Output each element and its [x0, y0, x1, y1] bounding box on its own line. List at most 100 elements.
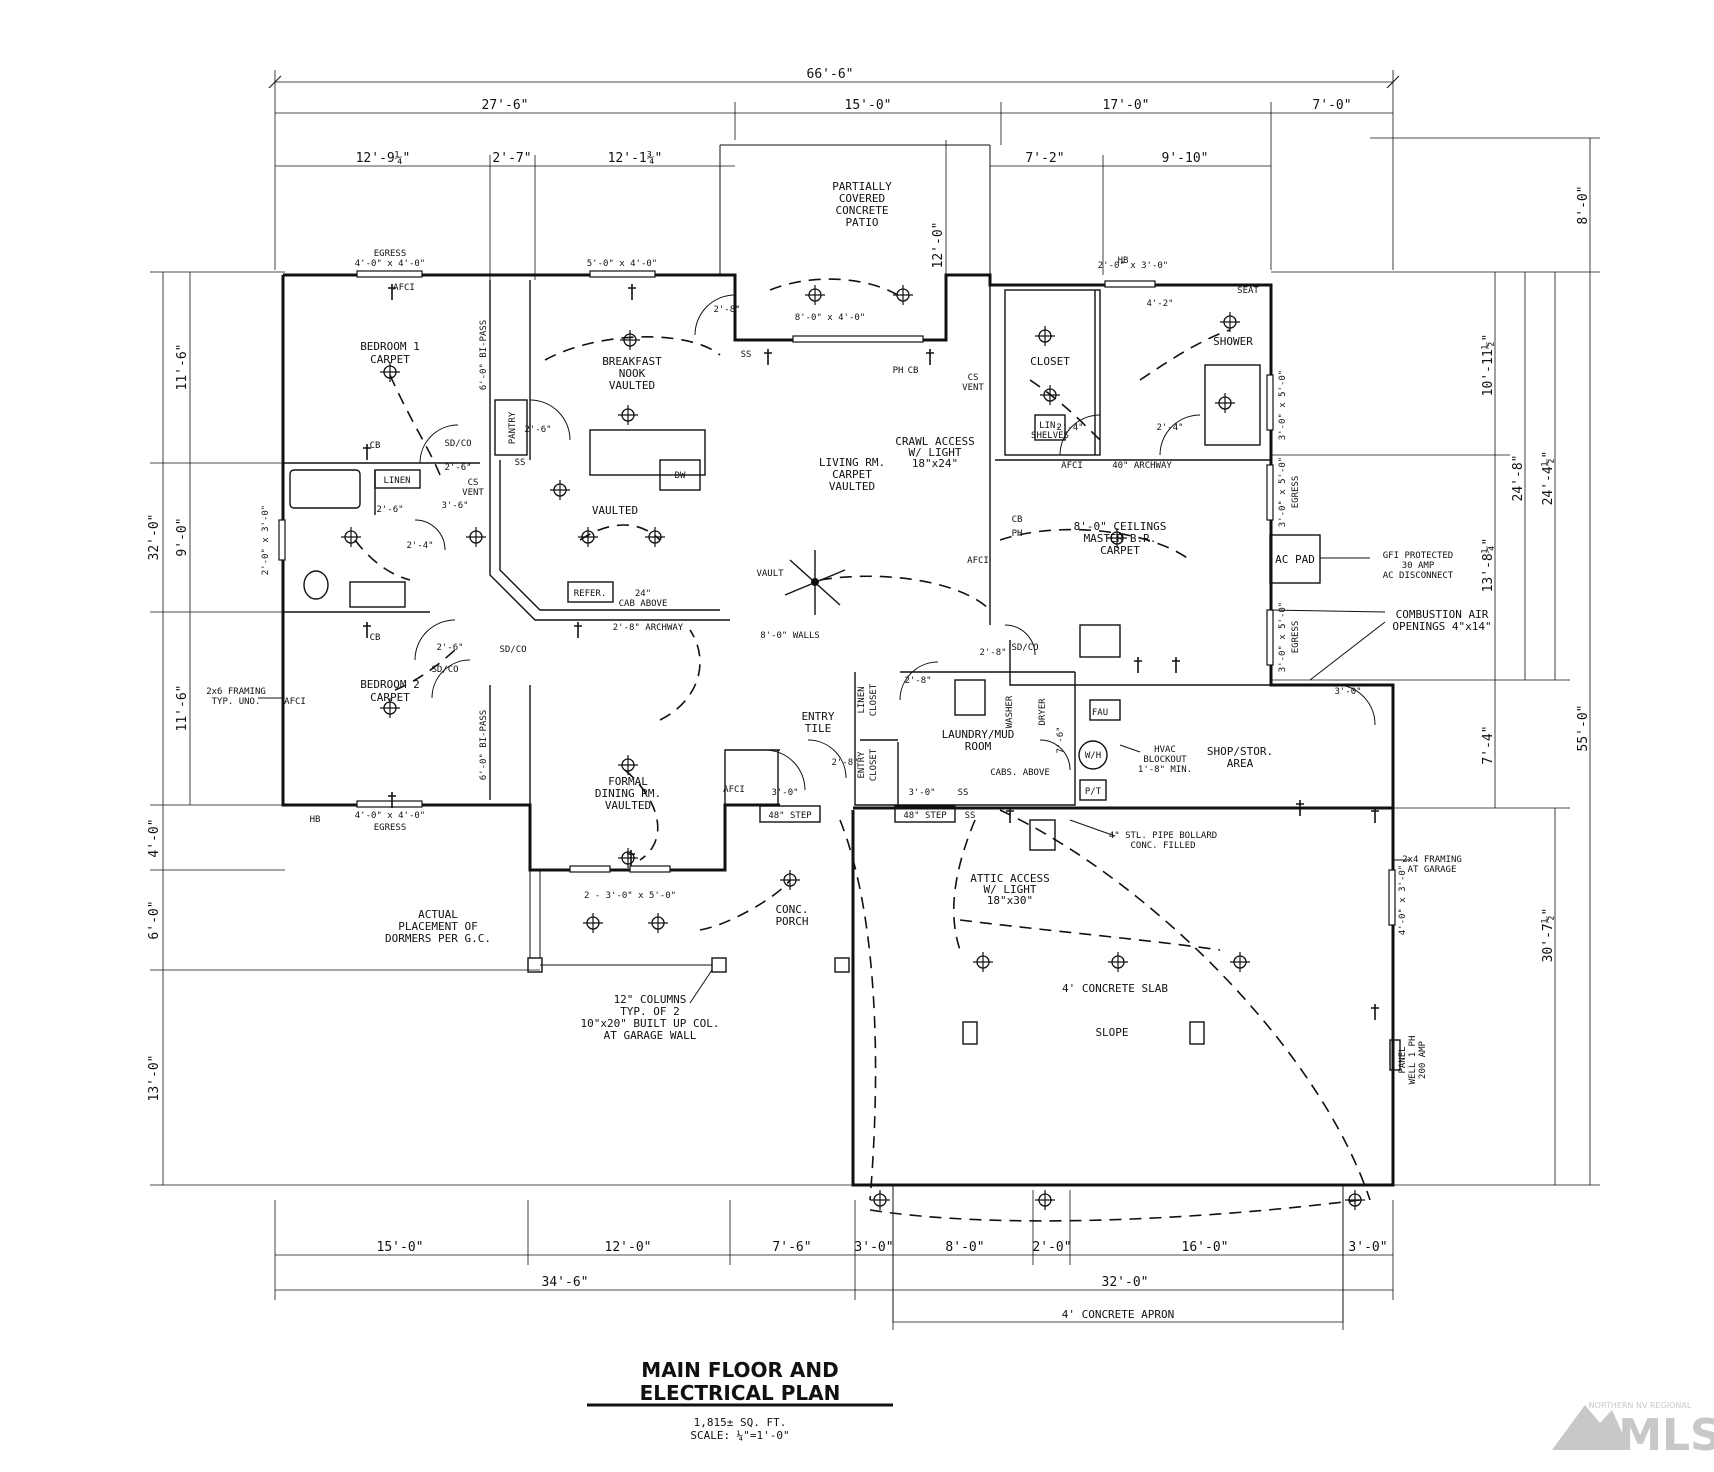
walls	[281, 144, 1401, 1322]
title-line-1: MAIN FLOOR AND	[641, 1358, 838, 1382]
switch-icon	[628, 284, 636, 300]
columns-label-2: TYP. OF 2	[620, 1005, 680, 1018]
dormers-label-2: PLACEMENT OF	[398, 920, 477, 933]
cabs-above: CABS. ABOVE	[990, 768, 1050, 778]
egress-top-size: 4'-0" x 4'-0"	[355, 259, 425, 269]
laundry-label-2: ROOM	[965, 740, 992, 753]
master-label-3: CARPET	[1100, 544, 1140, 557]
dining-label-1: FORMAL	[608, 775, 648, 788]
dim-bottom-4: 3'-0"	[854, 1240, 893, 1255]
doors	[414, 294, 1376, 791]
hb-2: HB	[1118, 256, 1129, 266]
step-1: 48" STEP	[768, 811, 812, 821]
dim-bottom-6: 2'-0"	[1032, 1240, 1071, 1255]
title-sqft: 1,815± SQ. FT.	[694, 1416, 787, 1429]
cs-vent-2b: VENT	[962, 383, 984, 393]
dim-top-1: 27'-6"	[482, 98, 529, 113]
switch-icon	[627, 850, 635, 866]
dim-overall-top: 66'-6"	[807, 67, 854, 82]
plan-notes: EGRESS 4'-0" x 4'-0" 5'-0" x 4'-0" 8'-0"…	[206, 249, 1491, 1084]
porch-label-1: CONC.	[775, 903, 808, 916]
combustion-1: COMBUSTION AIR	[1396, 608, 1489, 621]
crawl-2: W/ LIGHT	[909, 446, 962, 459]
cab-above-2: CAB ABOVE	[619, 599, 668, 609]
attic-1: ATTIC ACCESS	[970, 872, 1049, 885]
gfi-2: 30 AMP	[1402, 561, 1435, 571]
switch-icon	[388, 792, 396, 808]
cs-vent-2a: CS	[968, 373, 979, 383]
dining-label-3: VAULTED	[605, 799, 651, 812]
master-label-1: 8'-0" CEILINGS	[1074, 520, 1167, 533]
door-dim-13: 2'-8"	[831, 758, 858, 768]
columns-label-1: 12" COLUMNS	[614, 993, 687, 1006]
switch-icon	[363, 444, 371, 460]
door-dim-9: 4'-2"	[1146, 299, 1173, 309]
mls-logo: MLS NORTHERN NV REGIONAL	[1552, 1401, 1714, 1461]
master-egress-1: EGRESS	[1291, 476, 1301, 509]
switch-icon	[1134, 657, 1142, 673]
dim-right-top: 8'-0"	[1576, 185, 1591, 224]
bollard-1: 4" STL. PIPE BOLLARD	[1109, 831, 1217, 841]
dim-bottom-5: 8'-0"	[945, 1240, 984, 1255]
gfi-1: GFI PROTECTED	[1383, 551, 1453, 561]
ph-1: PH	[1012, 529, 1023, 539]
shower-label: SHOWER	[1213, 335, 1253, 348]
entry-label-1: ENTRY	[801, 710, 834, 723]
cb-3: CB	[1012, 515, 1023, 525]
egress-top: EGRESS	[374, 249, 407, 259]
door-dim-4: 2'-6"	[444, 463, 471, 473]
dormers-label-1: ACTUAL	[418, 908, 458, 921]
fau-label: FAU	[1092, 708, 1108, 718]
egress-bottom: EGRESS	[374, 823, 407, 833]
framing4-1: 2x4 FRAMING	[1402, 855, 1462, 865]
linen-label: LINEN	[383, 476, 410, 486]
master-bath-window: 3'-0" x 5'-0"	[1278, 370, 1288, 440]
door-dim-16: 3'-0"	[1334, 687, 1361, 697]
linen-closet-label-1: LINEN	[857, 686, 867, 713]
kitchen-label: VAULTED	[592, 504, 638, 517]
afci-2: AFCI	[284, 697, 306, 707]
sdco-4: SD/CO	[1011, 643, 1038, 653]
slab-label: 4' CONCRETE SLAB	[1062, 982, 1168, 995]
dryer-label: DRYER	[1038, 698, 1048, 726]
laundry-label-1: LAUNDRY/MUD	[942, 728, 1015, 741]
switch-icon	[363, 622, 371, 638]
egress-bottom-size: 4'-0" x 4'-0"	[355, 811, 425, 821]
right-dimensions: 10'-11½" 13'-8¼" 7'-4" 24'-8" 24'-4½" 8'…	[1271, 137, 1600, 1186]
master-window-2: 3'-0" x 5'-0"	[1278, 602, 1288, 672]
dim-bottom-9: 34'-6"	[542, 1275, 589, 1290]
dim-right-overall: 55'-0"	[1576, 705, 1591, 752]
dim-bottom-2: 12'-0"	[605, 1240, 652, 1255]
switch-icon	[1371, 807, 1379, 823]
afci-4: AFCI	[967, 556, 989, 566]
room-labels: BEDROOM 1 CARPET BEDROOM 2 CARPET BREAKF…	[360, 180, 1315, 1042]
lin-shelves-label-1: LIN.	[1039, 421, 1061, 431]
vault-note: VAULT	[756, 569, 784, 579]
slope-label: SLOPE	[1095, 1026, 1128, 1039]
sdco-3: SD/CO	[499, 645, 526, 655]
door-dim-8: 2'-4"	[1156, 423, 1183, 433]
door-dim-2: 2'-4"	[406, 541, 433, 551]
bipass-2: 6'-0" BI-PASS	[479, 710, 489, 780]
linen-closet-label-2: CLOSET	[869, 683, 879, 716]
dim-top-2: 15'-0"	[845, 98, 892, 113]
archway40-note: 40" ARCHWAY	[1112, 461, 1172, 471]
hvac-2: BLOCKOUT	[1143, 755, 1187, 765]
archway-note: 2'-8" ARCHWAY	[613, 623, 684, 633]
dim-right-3: 7'-4"	[1481, 725, 1496, 764]
dining-window: 2 - 3'-0" x 5'-0"	[584, 891, 676, 901]
cs-vent-1a: CS	[468, 478, 479, 488]
title-scale: SCALE: ¼"=1'-0"	[690, 1429, 789, 1442]
dim-bottom-1: 15'-0"	[377, 1240, 424, 1255]
framing6-1: 2x6 FRAMING	[206, 687, 266, 697]
cb-4: CB	[908, 366, 919, 376]
shop-label-1: SHOP/STOR.	[1207, 745, 1273, 758]
bedroom2-label: BEDROOM 2	[360, 678, 420, 691]
panel-3: 200 AMP	[1418, 1040, 1428, 1079]
cs-vent-1b: VENT	[462, 488, 484, 498]
washer-label: WASHER	[1005, 695, 1015, 728]
switch-icon	[1006, 807, 1014, 823]
bollard-2: CONC. FILLED	[1130, 841, 1195, 851]
dim-left-2: 9'-0"	[175, 517, 190, 556]
breakfast-label-1: BREAKFAST	[602, 355, 662, 368]
